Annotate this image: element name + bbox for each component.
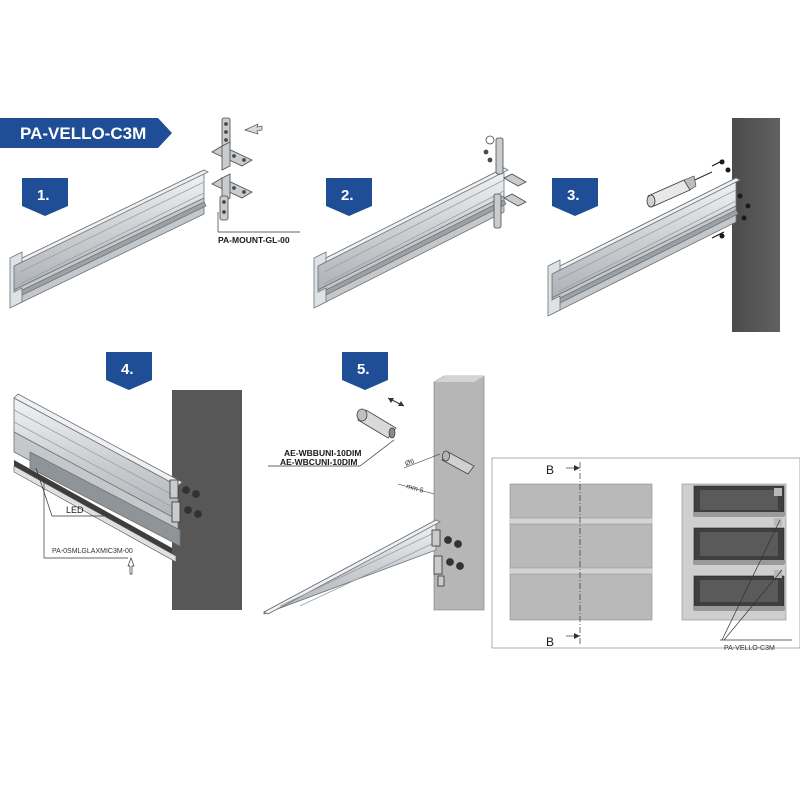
mount-bracket bbox=[211, 173, 253, 203]
mount-bracket bbox=[219, 195, 229, 221]
label-endcap-2: AE-WBCUNI-10DIM bbox=[280, 457, 357, 467]
step-number: 4. bbox=[121, 361, 134, 378]
label-mount: PA-MOUNT-GL-00 bbox=[218, 235, 290, 245]
step-3-illustration bbox=[547, 118, 780, 332]
arrow-up-icon bbox=[127, 557, 135, 575]
label-diameter: Ø6 bbox=[404, 458, 415, 468]
profile-section bbox=[693, 485, 785, 517]
dimension-lines bbox=[397, 453, 441, 495]
label-led: LED bbox=[66, 505, 84, 515]
end-cap-icon bbox=[356, 408, 397, 439]
wall bbox=[732, 118, 780, 332]
mount-bracket bbox=[211, 141, 253, 171]
profile-section bbox=[693, 518, 785, 565]
aluminium-profile bbox=[9, 169, 209, 309]
step-number: 2. bbox=[341, 187, 354, 204]
step-badge-3: 3. bbox=[552, 178, 598, 216]
aluminium-profile bbox=[313, 167, 509, 309]
double-arrow-icon bbox=[387, 397, 405, 407]
mount-bracket-group bbox=[211, 117, 253, 221]
aluminium-profile bbox=[13, 393, 183, 547]
label-cover: PA-0SMLGLAXMIC3M-00 bbox=[52, 548, 133, 555]
step-number: 3. bbox=[567, 187, 580, 204]
section-label-top: B bbox=[546, 463, 554, 477]
section-view-panel: B B bbox=[491, 457, 800, 652]
step-badge-2: 2. bbox=[326, 178, 372, 216]
screw-icons bbox=[711, 159, 751, 239]
step-badge-1: 1. bbox=[22, 178, 68, 216]
section-label-bottom: B bbox=[546, 635, 554, 649]
aluminium-profile bbox=[547, 177, 741, 317]
step-1-illustration: PA-MOUNT-GL-00 bbox=[9, 117, 300, 309]
step-5-illustration: AE-WBBUNI-10DIM AE-WBCUNI-10DIM Ø6 mm 5 bbox=[263, 375, 485, 615]
arrow-icon bbox=[244, 123, 263, 135]
mount-bracket-group bbox=[169, 479, 202, 523]
title-banner: PA-VELLO-C3M bbox=[0, 118, 172, 148]
step-number: 5. bbox=[357, 361, 370, 378]
step-badge-4: 4. bbox=[106, 352, 152, 390]
label-endcap-1: AE-WBBUNI-10DIM bbox=[284, 448, 361, 458]
screwdriver-icon bbox=[646, 171, 713, 208]
cover-diffuser bbox=[13, 465, 177, 563]
end-cap-fitted bbox=[441, 450, 475, 475]
front-view: B B bbox=[509, 462, 653, 649]
mount-bracket-group bbox=[483, 135, 527, 229]
label-profile: PA-VELLO-C3M bbox=[724, 645, 775, 652]
aluminium-profile bbox=[263, 519, 441, 615]
step-2-illustration bbox=[313, 135, 527, 309]
step-number: 1. bbox=[37, 187, 50, 204]
mount-bracket-group bbox=[431, 529, 464, 587]
step-badge-5: 5. bbox=[342, 352, 388, 390]
mount-bracket bbox=[221, 117, 231, 147]
label-depth: mm 5 bbox=[405, 483, 424, 495]
wall bbox=[172, 390, 242, 610]
title-text: PA-VELLO-C3M bbox=[20, 124, 146, 143]
cross-section-view bbox=[681, 483, 787, 621]
leader-lines bbox=[720, 519, 792, 641]
step-4-illustration: LED PA-0SMLGLAXMIC3M-00 bbox=[13, 390, 242, 610]
profile-section bbox=[693, 570, 785, 611]
wall bbox=[433, 375, 485, 611]
